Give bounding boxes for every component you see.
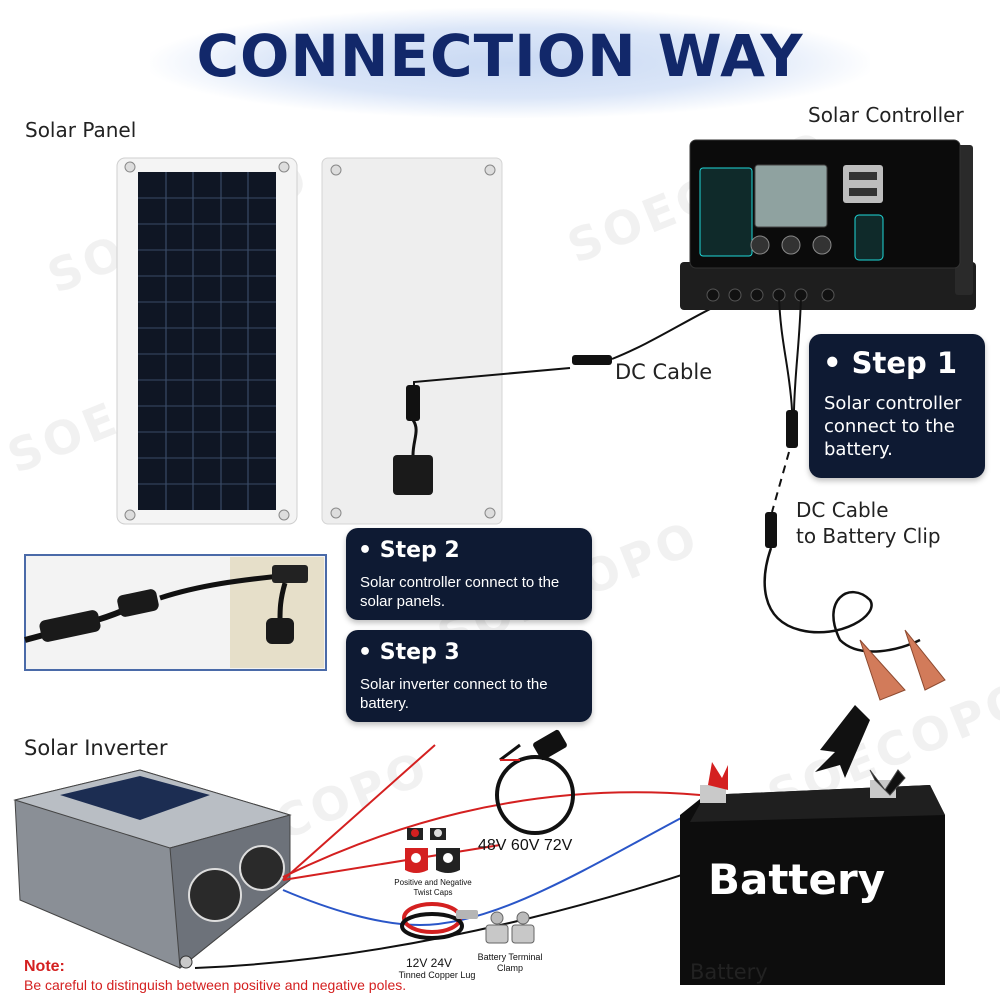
dc-cable-battery-label-line2: to Battery Clip [796,524,941,548]
solar-controller-label: Solar Controller [808,103,964,127]
step-2-line: Solar controller connect to the [360,574,560,591]
step-1-title-text: Step 1 [851,346,958,380]
step-1-line: connect to the [824,416,955,437]
step-2-line: solar panels. [360,592,446,610]
twist-caps-label-line1: Positive and Negative [394,878,472,887]
dc-cable-battery-label-line1: DC Cable [796,498,889,522]
battery-box-text: Battery [708,855,886,904]
step-3-text: Solar inverter connect to the battery. [360,676,548,714]
step-3-line: battery. [360,694,409,712]
step-2-title-text: Step 2 [379,538,460,563]
terminal-clamps [485,911,535,944]
battery-label: Battery [690,960,768,984]
terminal-clamp-label-line1: Battery Terminal [477,952,543,962]
voltage-high-label: 48V 60V 72V [478,837,573,854]
red-coiled-cable [400,902,478,940]
step-1-line: battery. [824,439,893,460]
solar-inverter-label: Solar Inverter [24,736,168,760]
title-brush-background [150,8,870,118]
step-1-line: Solar controller [824,393,962,414]
step-3-title: • Step 3 [358,640,460,665]
terminal-clamp-label-line2: Clamp [496,963,523,973]
step-1-box: • Step 1 Solar controller connect to the… [809,334,985,478]
solar-panel-label: Solar Panel [25,118,137,142]
note-title: Note: [24,958,65,975]
solar-panel-front [116,157,298,525]
page-title: CONNECTION WAY [196,22,804,90]
step-bullet: • [358,538,380,563]
step-1-title: • Step 1 [823,346,957,380]
step-2-box: • Step 2 Solar controller connect to the… [346,528,592,620]
step-3-box: • Step 3 Solar inverter connect to the b… [346,630,592,722]
copper-lug-label: Tinned Copper Lug [398,970,476,980]
step-3-title-text: Step 3 [379,640,460,665]
voltage-low-label: 12V 24V [406,956,453,970]
twist-caps-label-line2: Twist Caps [413,888,453,897]
solar-panel-back [321,157,503,525]
step-3-line: Solar inverter connect to the [360,676,548,693]
solar-inverter [13,769,292,969]
dc-cable-label: DC Cable [615,360,713,384]
twist-caps [405,828,460,873]
step-1-text: Solar controller connect to the battery. [824,392,961,461]
step-bullet: • [823,346,852,380]
note-text: Be careful to distinguish between positi… [24,977,407,993]
battery-illustration [680,762,945,985]
step-2-text: Solar controller connect to the solar pa… [360,574,559,612]
coiled-cable [495,729,575,835]
solar-controller [680,139,976,310]
step-bullet: • [358,640,380,665]
cable-connector-photo [24,554,327,671]
step-2-title: • Step 2 [358,538,460,563]
